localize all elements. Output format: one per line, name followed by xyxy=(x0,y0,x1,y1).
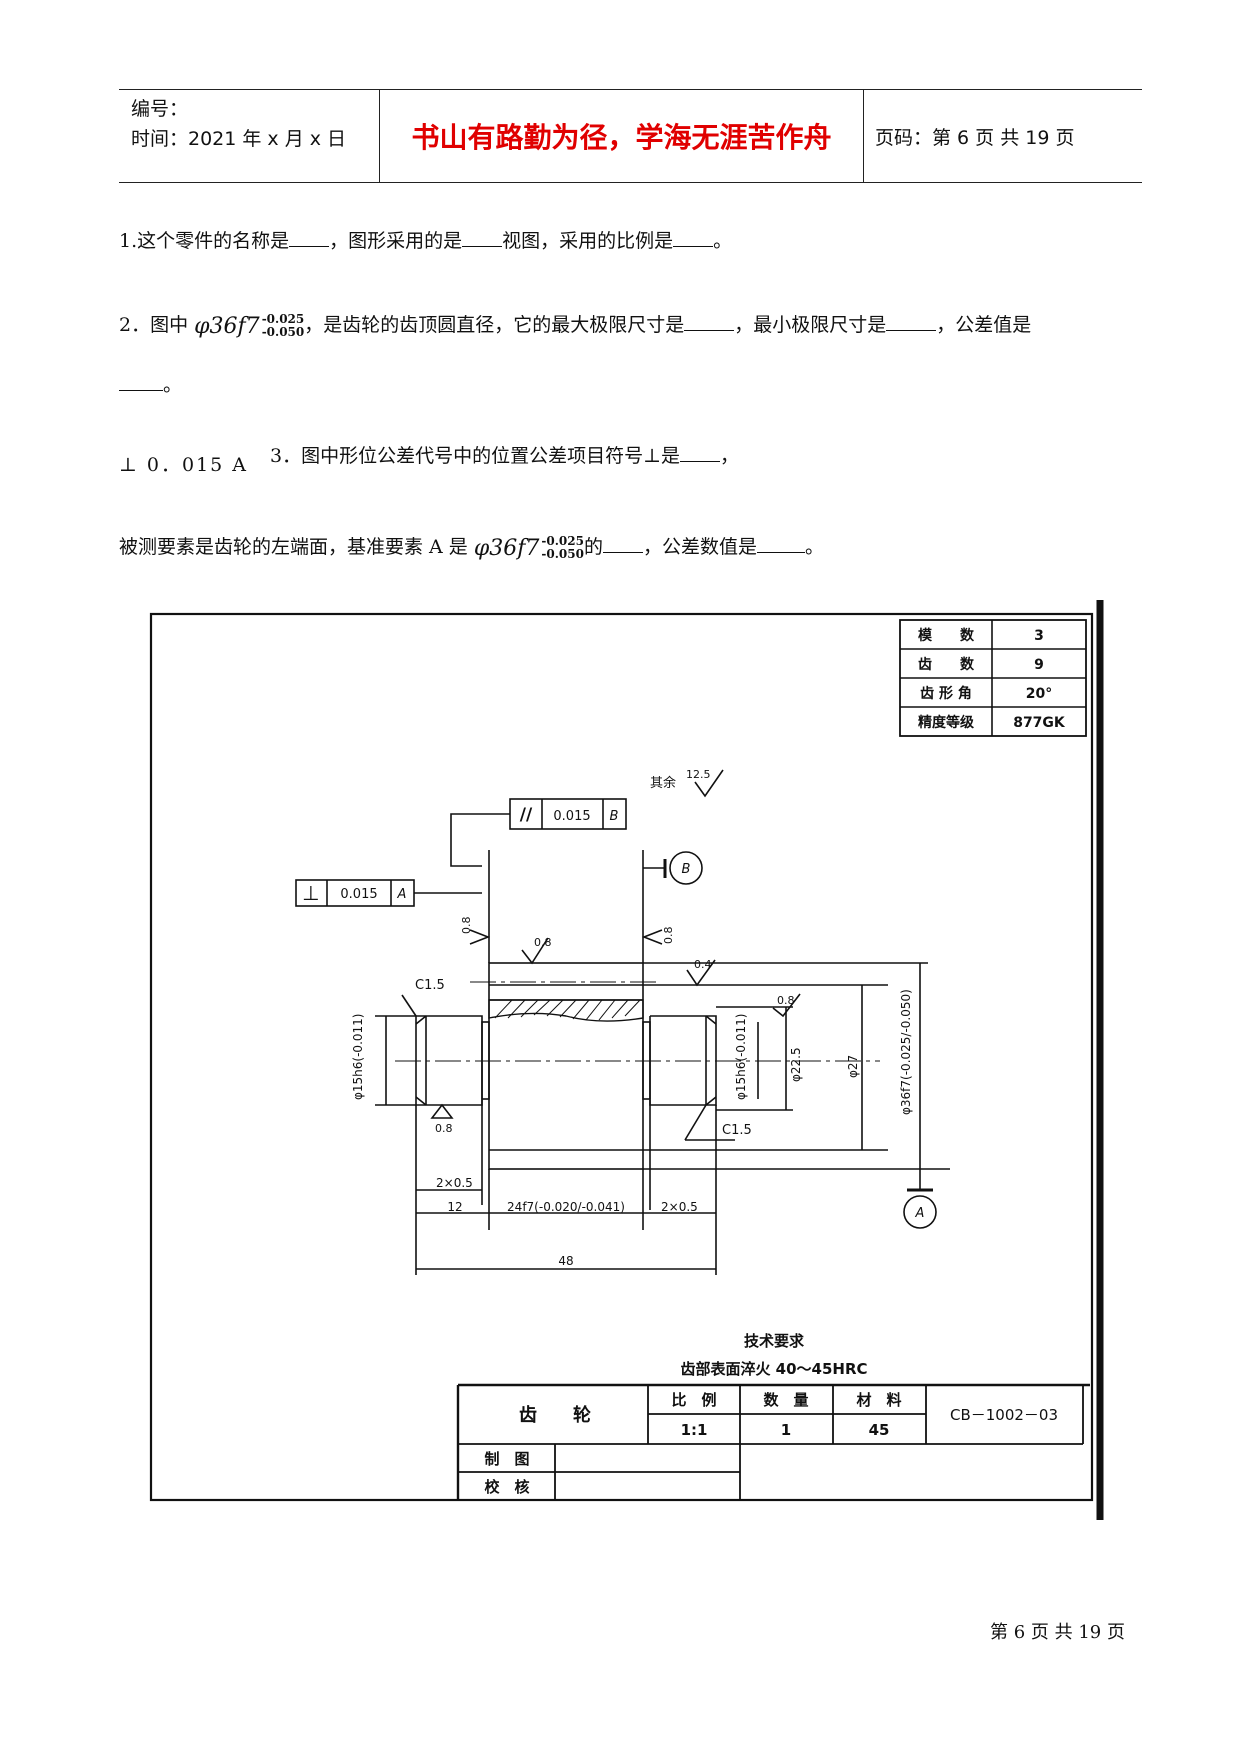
blank[interactable] xyxy=(462,228,503,247)
roughness-label: 0.8 xyxy=(777,994,795,1007)
roughness-label: 0.8 xyxy=(460,917,473,935)
question-3: 3．图中形位公差代号中的位置公差项目符号⊥是， xyxy=(270,443,739,467)
part-name: 齿 轮 xyxy=(519,1404,591,1426)
parallel-symbol: // xyxy=(520,805,533,825)
chamfer-right: C1.5 xyxy=(722,1123,752,1138)
scale-header: 比 例 xyxy=(671,1391,716,1409)
roughness-rest-label: 其余 xyxy=(650,775,676,791)
dim-d15h6-left: φ15h6(-0.011) xyxy=(351,1014,365,1100)
question-2-cont: 。 xyxy=(119,370,182,397)
dim-d36f7: φ36f7(-0.025/-0.050) xyxy=(899,989,913,1115)
question-1: 1.这个零件的名称是，图形采用的是视图，采用的比例是。 xyxy=(119,228,733,252)
dim-24f7: 24f7(-0.020/-0.041) xyxy=(507,1200,625,1214)
blank[interactable] xyxy=(886,312,937,331)
dim-groove-left: 2×0.5 xyxy=(436,1176,473,1190)
blank[interactable] xyxy=(602,534,643,553)
roughness-label: 0.8 xyxy=(534,936,552,949)
perp-datum: A xyxy=(397,887,407,902)
parallel-value: 0.015 xyxy=(553,809,590,824)
datum-a: A xyxy=(915,1206,925,1221)
scale-value: 1:1 xyxy=(681,1421,708,1439)
dim-d27: φ27 xyxy=(846,1055,860,1078)
material-value: 45 xyxy=(869,1421,890,1439)
number-label: 编号： xyxy=(131,98,189,120)
motto: 书山有路勤为径，学海无涯苦作舟 xyxy=(379,90,864,182)
dim-48: 48 xyxy=(558,1254,573,1268)
blank[interactable] xyxy=(684,312,735,331)
dim-d22-5: φ22.5 xyxy=(789,1047,803,1082)
blank[interactable] xyxy=(289,228,330,247)
checked-label: 校 核 xyxy=(484,1478,529,1496)
roughness-rest-value: 12.5 xyxy=(686,768,711,781)
blank[interactable] xyxy=(673,228,714,247)
tech-text: 齿部表面淬火 40～45HRC xyxy=(680,1360,867,1378)
chamfer-left: C1.5 xyxy=(415,978,445,993)
datum-b: B xyxy=(682,862,691,877)
roughness-label: 0.8 xyxy=(662,927,675,945)
perp-symbol: ⊥ xyxy=(302,881,319,905)
drawing-code: CB－1002－03 xyxy=(950,1406,1058,1424)
blank[interactable] xyxy=(756,534,805,553)
param-value: 877GK xyxy=(1013,715,1066,731)
header-meta: 编号： 时间：2021 年 x 月 x 日 xyxy=(131,94,377,154)
tolerance-spec: φ36f7-0.025-0.050 xyxy=(473,534,584,561)
param-value: 20° xyxy=(1026,686,1052,702)
page-footer: 第 6 页 共 19 页 xyxy=(990,1622,1125,1643)
qty-value: 1 xyxy=(781,1421,791,1439)
blank[interactable] xyxy=(119,372,163,391)
perp-value: 0.015 xyxy=(340,887,377,902)
tolerance-spec: φ36f7-0.025-0.050 xyxy=(194,312,305,339)
page-label: 页码：第 6 页 共 19 页 xyxy=(875,126,1075,149)
param-value: 3 xyxy=(1034,628,1044,644)
material-header: 材 料 xyxy=(856,1391,901,1409)
parallel-datum: B xyxy=(610,809,619,824)
time-label: 时间：2021 年 x 月 x 日 xyxy=(131,128,347,150)
drawn-label: 制 图 xyxy=(484,1450,529,1468)
roughness-label: 0.4 xyxy=(694,958,712,971)
tolerance-symbol-text: ⊥ 0．015 A xyxy=(119,454,249,476)
param-name: 齿 数 xyxy=(918,656,975,673)
dim-groove-right: 2×0.5 xyxy=(661,1200,698,1214)
param-name: 齿 形 角 xyxy=(920,685,972,702)
param-value: 9 xyxy=(1034,657,1044,673)
roughness-label: 0.8 xyxy=(435,1122,453,1135)
blank[interactable] xyxy=(679,443,720,462)
qty-header: 数 量 xyxy=(763,1391,808,1409)
param-name: 精度等级 xyxy=(918,714,975,731)
param-name: 模 数 xyxy=(918,627,975,644)
tech-title: 技术要求 xyxy=(744,1332,805,1350)
question-2: 2．图中 φ36f7-0.025-0.050，是齿轮的齿顶圆直径，它的最大极限尺… xyxy=(119,312,1032,339)
dim-12: 12 xyxy=(447,1200,462,1214)
page-header: 编号： 时间：2021 年 x 月 x 日 书山有路勤为径，学海无涯苦作舟 页码… xyxy=(119,89,1142,183)
dim-d15h6-right: φ15h6(-0.011) xyxy=(734,1014,748,1100)
